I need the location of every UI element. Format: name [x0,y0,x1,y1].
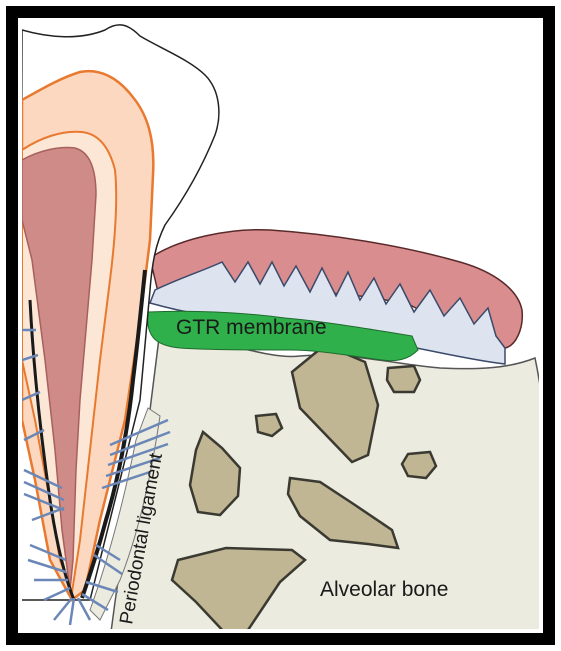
trabecula-small-left [256,414,282,436]
trabecula-upper-right [387,366,420,392]
label-alveolar-bone: Alveolar bone [320,578,448,601]
label-gtr-membrane: GTR membrane [176,316,327,339]
